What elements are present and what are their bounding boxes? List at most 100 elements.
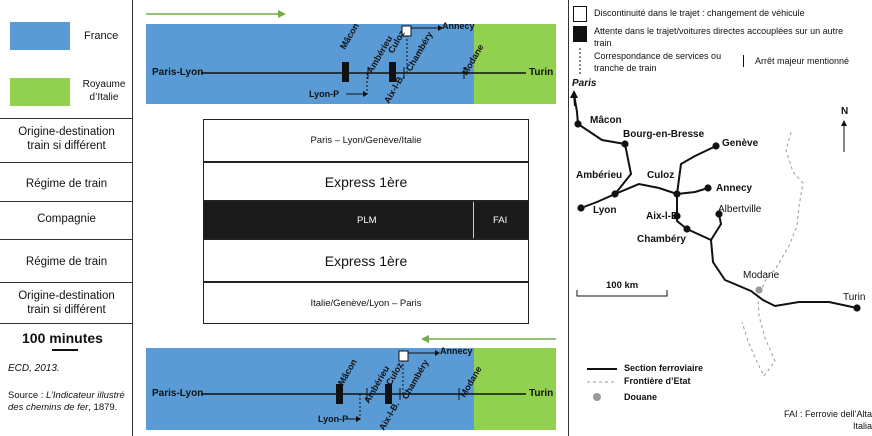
row-company: Compagnie [37,213,96,225]
left-column-divider [132,0,133,436]
north-arrow-head [841,120,847,126]
rail-chambery-modane [710,239,858,309]
dot-albertville [715,210,723,218]
od-bottom-text: Italie/Genève/Lyon – Paris [310,297,422,309]
regime-bottom-text: Express 1ère [324,252,408,269]
row-divider [0,282,132,283]
row-regime-bottom: Régime de train [25,256,108,268]
time-scale-label: 100 minutes [22,330,103,346]
map-label-annecy: Annecy [716,183,753,194]
legend-discontinuity-symbol [573,6,587,22]
france-swatch [10,22,70,50]
france-zone [146,24,474,104]
rail-amberieu-lyon [580,193,616,209]
bottom-dest-label: Turin [529,388,554,399]
fai-note: FAI : Ferrovie dell’Alta Italia [783,409,872,431]
row-od-top: Origine-destination train si différent [18,126,115,152]
map-label-aix: Aix-l-B [646,211,679,222]
time-scale-bar [52,349,78,351]
route-diagram-bottom [146,348,556,430]
row-od-bottom: Origine-destination train si différent [18,290,115,316]
map-label-modane: Modane [743,270,780,281]
dot-bourg [621,140,629,148]
bottom-lyon-label: Lyon-P [318,414,349,424]
row-divider [0,239,132,240]
stop-block-culoz [389,62,396,82]
map-label-bourg: Bourg-en-Bresse [623,129,705,140]
map-legend-rail-text: Section ferroviaire [624,363,704,373]
map-label-paris: Paris [572,78,597,89]
band-company: PLM FAI [203,201,529,239]
dot-amberieu [611,190,619,198]
annecy-arrowhead [438,25,443,31]
map-label-geneve: Genève [722,138,759,149]
direction-arrow-top [146,10,286,18]
map-label-north: N [841,106,849,117]
legend-major-stop-symbol [743,55,744,67]
legend-customs-dot [593,393,601,401]
map-scale-label: 100 km [606,280,639,291]
credit: ECD, 2013. [8,363,60,374]
annecy-discontinuity [398,350,409,362]
legend-major-stop-text: Arrêt majeur mentionné [755,56,850,66]
dot-chambery [683,225,691,233]
rail-culoz-geneve [676,145,717,195]
france-zone [146,348,474,430]
band-regime-top: Express 1ère [203,162,529,201]
stop-block-macon [342,62,349,82]
map-label-macon: Mâcon [590,115,622,126]
italy-zone [474,348,556,430]
source-year: , 1879. [88,402,118,413]
top-lyon-label: Lyon-P [309,89,340,99]
dot-culoz [673,190,681,198]
rail-culoz-chambery [676,194,688,230]
map-label-amberieu: Ambérieu [576,170,623,181]
bottom-origin-label: Paris-Lyon [152,388,204,399]
source-title: L’Indicateur illustré des chemins de fer [8,390,125,413]
map-label-albertville: Albertville [718,204,762,215]
source-label: Source : [8,390,47,401]
band-od-bottom: Italie/Genève/Lyon – Paris [203,282,529,324]
row-divider [0,323,132,324]
map-label-chambery: Chambéry [637,234,686,245]
stop-block-macon [336,384,343,404]
regime-top-text: Express 1ère [324,173,408,190]
dot-macon [574,120,582,128]
legend-wait-text: Attente dans le trajet/voitures directes… [594,26,844,48]
band-regime-bottom: Express 1ère [203,239,529,282]
legend-discontinuity-text: Discontinuité dans le trajet : changemen… [594,8,805,18]
france-label: France [84,30,119,42]
rail-culoz-annecy [676,187,709,195]
legend-correspondance-text: Correspondance de services ou tranche de… [594,51,722,73]
dot-geneve [712,142,720,150]
region-map [570,90,861,401]
od-top-text: Paris – Lyon/Genève/Italie [310,135,422,146]
rail-chambery-albertville [686,213,723,242]
top-annecy-label: Annecy [442,21,475,31]
stop-block-culoz [385,384,392,404]
company-plm: PLM [357,215,377,226]
top-origin-label: Paris-Lyon [152,67,204,78]
legend-correspondance-symbol [579,48,581,76]
dot-aix [673,212,681,220]
italy-swatch [10,78,70,106]
band-od-top: Paris – Lyon/Genève/Italie [203,119,529,162]
row-divider [0,118,132,119]
company-divider [473,202,474,238]
source-note: Source : L’Indicateur illustré des chemi… [8,390,130,414]
paris-arrowhead [570,90,578,98]
dot-turin [853,304,861,312]
map-label-culoz: Culoz [647,170,675,181]
border-line [741,131,804,377]
right-column-divider [568,0,569,436]
top-dest-label: Turin [529,67,554,78]
annecy-arrowhead [435,350,440,356]
map-legend-border-text: Frontière d’Etat [624,376,691,386]
map-legend-customs-text: Douane [624,392,658,402]
direction-arrow-bottom [421,335,556,343]
italy-zone [474,24,556,104]
italy-label: Royaume d’Italie [82,79,126,103]
lyon-arrowhead [356,416,361,422]
dot-annecy [704,184,712,192]
map-label-lyon: Lyon [593,205,617,216]
